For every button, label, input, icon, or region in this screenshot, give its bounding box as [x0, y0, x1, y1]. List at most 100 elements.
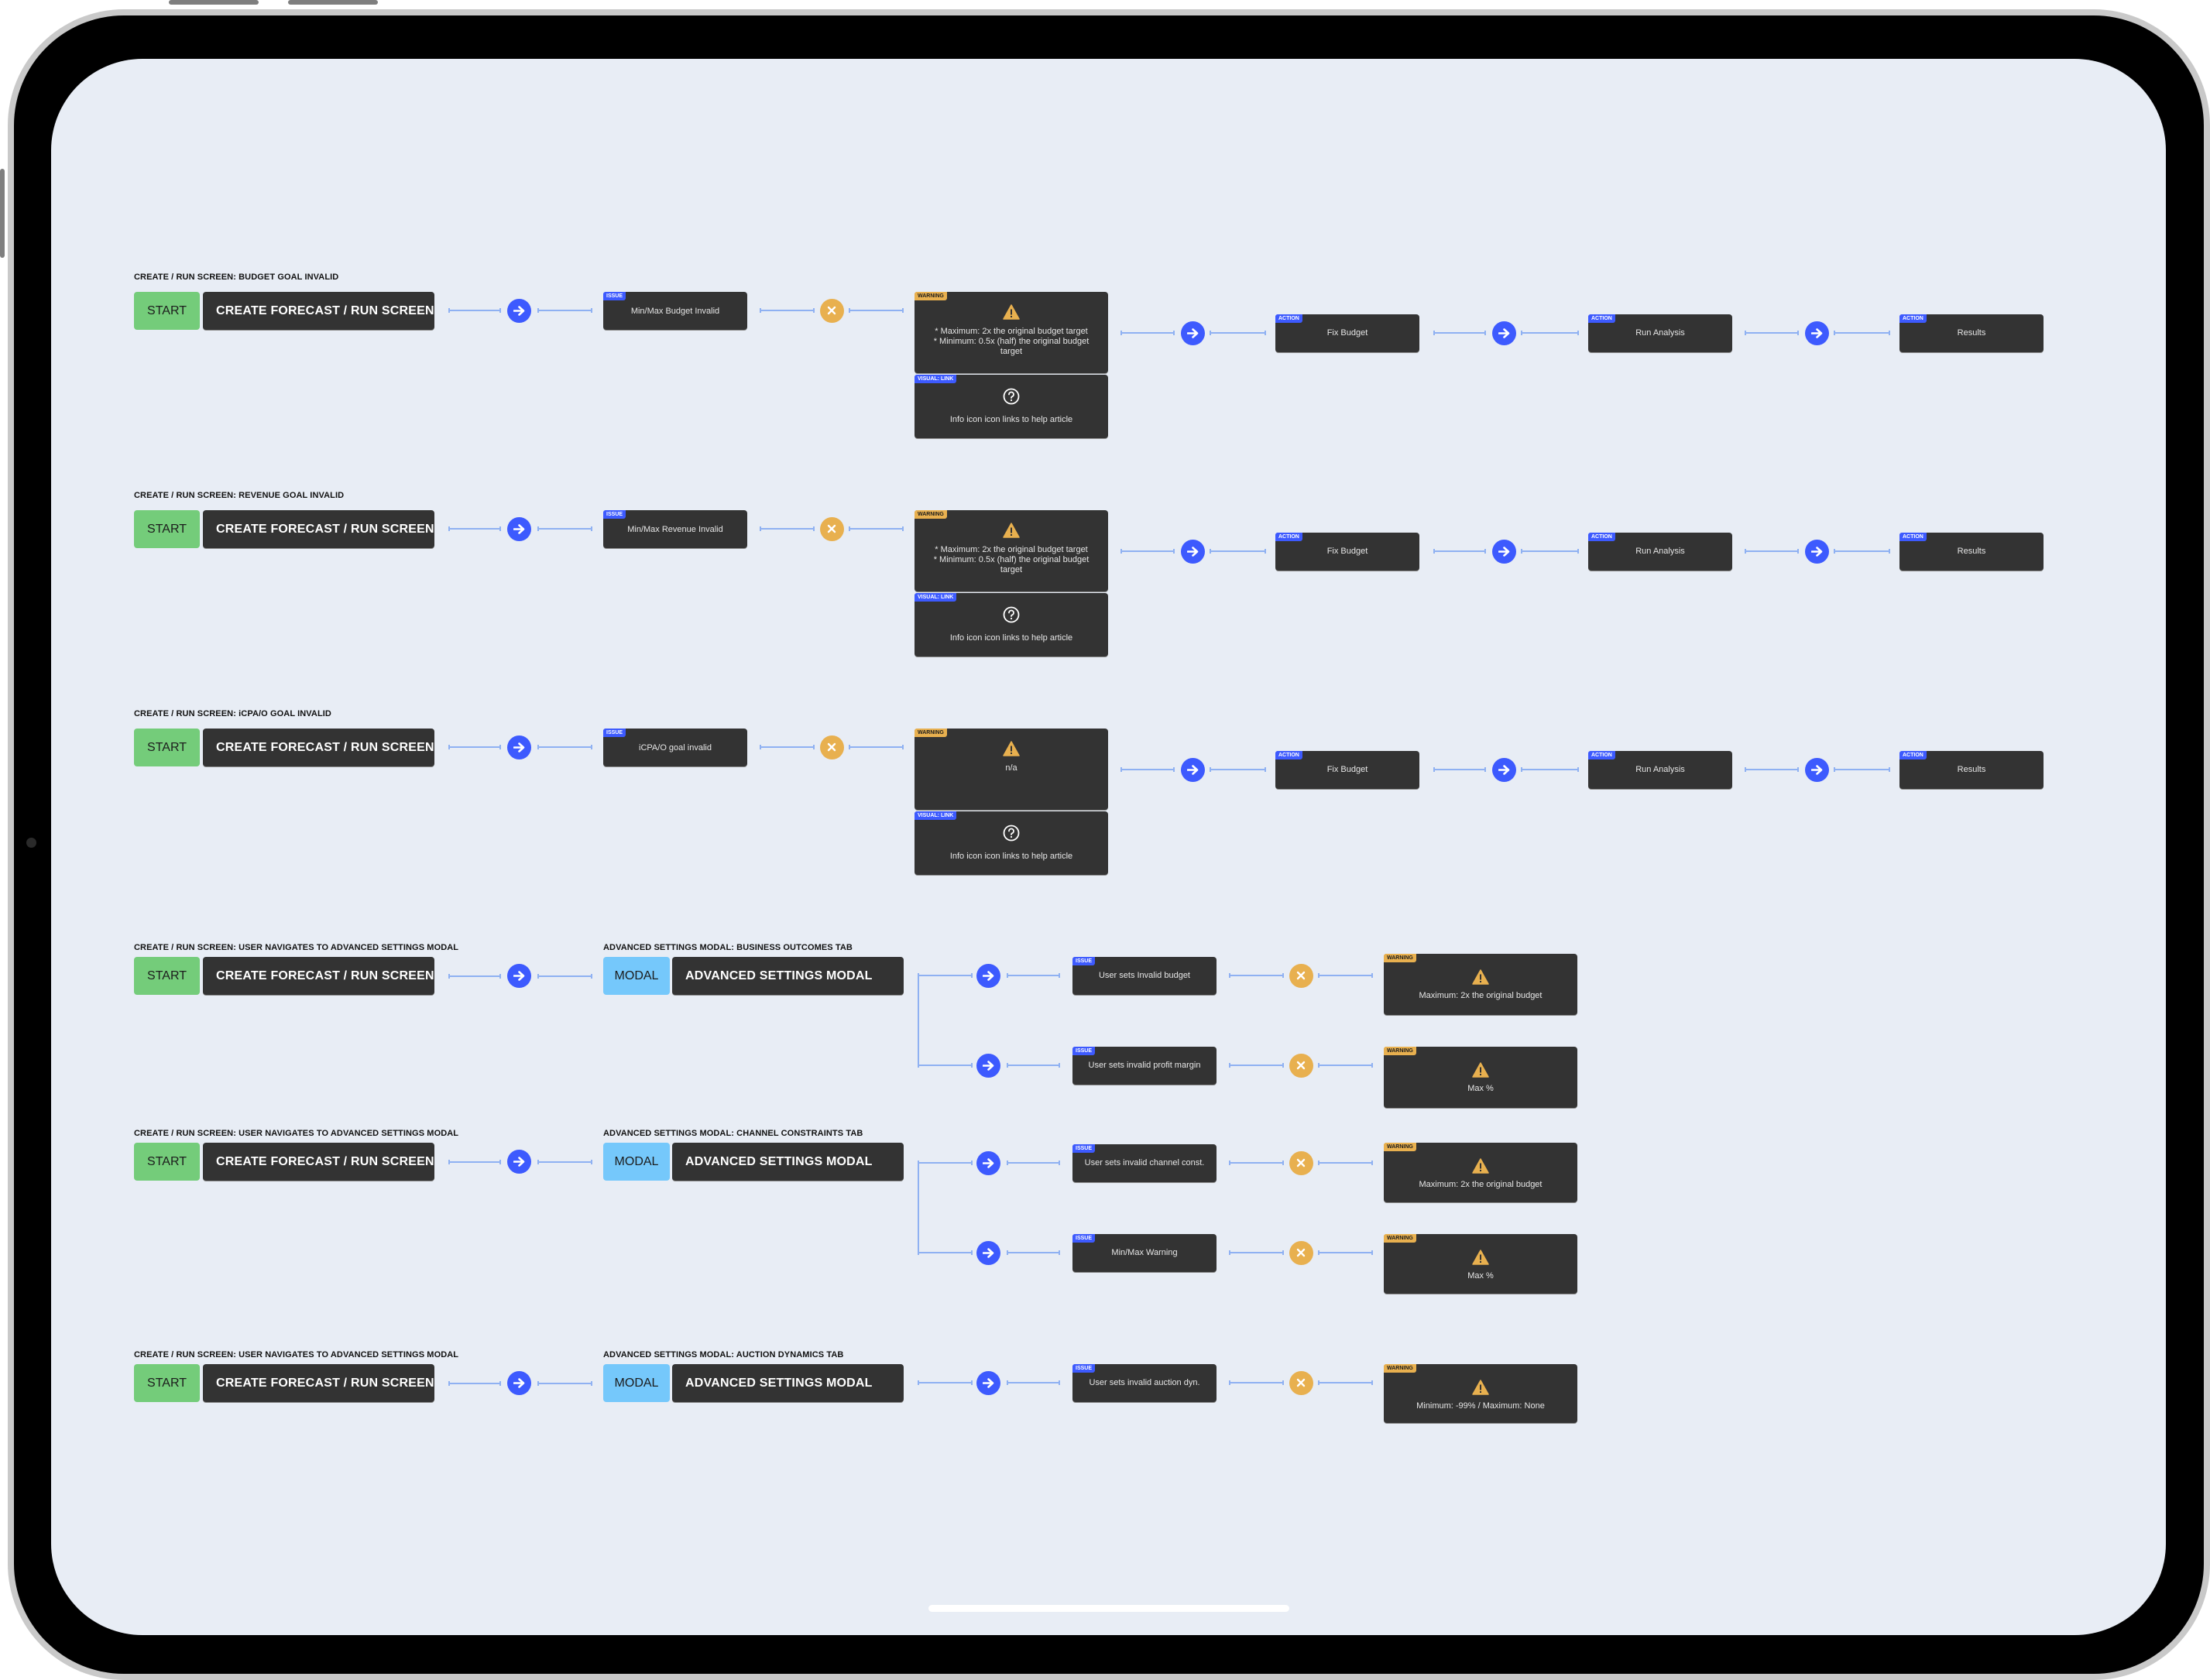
arrow-right-icon [1180, 539, 1205, 564]
node-tag: WARNING [915, 292, 947, 300]
node-tag: WARNING [915, 510, 947, 519]
connector-line [1120, 331, 1175, 335]
modal-node[interactable]: MODAL [603, 957, 670, 995]
screen-node[interactable]: CREATE FORECAST / RUN SCREEN [203, 729, 434, 766]
node-tag: VISUAL: LINK [915, 811, 957, 820]
advanced-settings-node[interactable]: ADVANCED SETTINGS MODAL [672, 1143, 904, 1181]
warning-icon [1003, 741, 1020, 760]
warning-icon [1472, 969, 1489, 989]
arrow-right-icon [1491, 757, 1516, 782]
node-label: Run Analysis [1635, 765, 1685, 774]
arrow-right-icon [506, 298, 531, 323]
action-node-run-analysis[interactable]: ACTION Run Analysis [1588, 750, 1732, 789]
node-label: Fix Budget [1326, 547, 1368, 556]
start-node[interactable]: START [134, 1143, 200, 1181]
warning-text: n/a [915, 763, 1108, 773]
node-tag: ISSUE [603, 729, 626, 737]
help-circle-icon[interactable] [1003, 606, 1020, 627]
start-node[interactable]: START [134, 729, 200, 766]
connector-line [849, 526, 904, 531]
arrow-right-icon [1491, 321, 1516, 345]
warning-text: Maximum: 2x the original budget [1419, 991, 1543, 1000]
connector-line [448, 526, 501, 531]
arrow-right-icon [506, 964, 531, 988]
warning-node[interactable]: WARNING * Maximum: 2x the original budget… [915, 510, 1108, 591]
connector-line [1433, 767, 1486, 772]
screen-node[interactable]: CREATE FORECAST / RUN SCREEN [203, 1364, 434, 1402]
connector-line [1007, 1250, 1060, 1255]
start-node[interactable]: START [134, 1364, 200, 1402]
connector-line [537, 1380, 592, 1386]
warning-icon [1472, 1250, 1489, 1269]
screen-node[interactable]: CREATE FORECAST / RUN SCREEN [203, 510, 434, 548]
help-circle-icon[interactable] [1003, 825, 1020, 845]
help-circle-icon[interactable] [1003, 388, 1020, 409]
start-node[interactable]: START [134, 957, 200, 995]
start-node[interactable]: START [134, 510, 200, 548]
issue-node[interactable]: ISSUE User sets invalid channel const. [1072, 1143, 1217, 1182]
close-x-icon [819, 516, 844, 541]
node-label: User sets invalid channel const. [1084, 1158, 1205, 1167]
node-tag: ACTION [1588, 750, 1615, 759]
advanced-settings-node[interactable]: ADVANCED SETTINGS MODAL [672, 957, 904, 995]
flow-title: CREATE / RUN SCREEN: BUDGET GOAL INVALID [134, 273, 339, 282]
flow-title: CREATE / RUN SCREEN: USER NAVIGATES TO A… [134, 943, 459, 952]
connector-line [448, 1380, 501, 1386]
close-x-icon [1289, 963, 1313, 988]
modal-node[interactable]: MODAL [603, 1364, 670, 1402]
arrow-right-icon [506, 1150, 531, 1174]
connector-line [1007, 1161, 1060, 1165]
start-node[interactable]: START [134, 292, 200, 330]
screen-node[interactable]: CREATE FORECAST / RUN SCREEN [203, 292, 434, 330]
home-indicator[interactable] [928, 1605, 1289, 1612]
connector-line [1433, 331, 1486, 335]
node-tag: ISSUE [1072, 1143, 1096, 1153]
connector-line [1210, 331, 1266, 335]
node-tag: ACTION [1899, 532, 1927, 541]
screen-node[interactable]: CREATE FORECAST / RUN SCREEN [203, 957, 434, 995]
node-label: Min/Max Warning [1111, 1248, 1178, 1257]
arrow-right-icon [1491, 539, 1516, 564]
screen-node[interactable]: CREATE FORECAST / RUN SCREEN [203, 1143, 434, 1181]
modal-node[interactable]: MODAL [603, 1143, 670, 1181]
arrow-right-icon [976, 1370, 1000, 1395]
node-label: Min/Max Revenue Invalid [627, 524, 723, 534]
node-tag: WARNING [1384, 1047, 1416, 1055]
branch-connector [918, 975, 919, 1065]
connector-line [1521, 331, 1579, 335]
connector-line [760, 745, 815, 749]
warning-text: * Maximum: 2x the original budget target… [915, 545, 1108, 575]
top-button-2 [288, 0, 378, 5]
connector-line [1318, 1250, 1373, 1255]
advanced-settings-node[interactable]: ADVANCED SETTINGS MODAL [672, 1364, 904, 1402]
connector-line [760, 526, 815, 531]
arrow-right-icon [976, 1240, 1000, 1265]
warning-line: n/a [1005, 763, 1017, 773]
warning-node[interactable]: WARNING* Maximum: 2x the original budget… [915, 292, 1108, 373]
node-tag: ACTION [1899, 750, 1927, 759]
